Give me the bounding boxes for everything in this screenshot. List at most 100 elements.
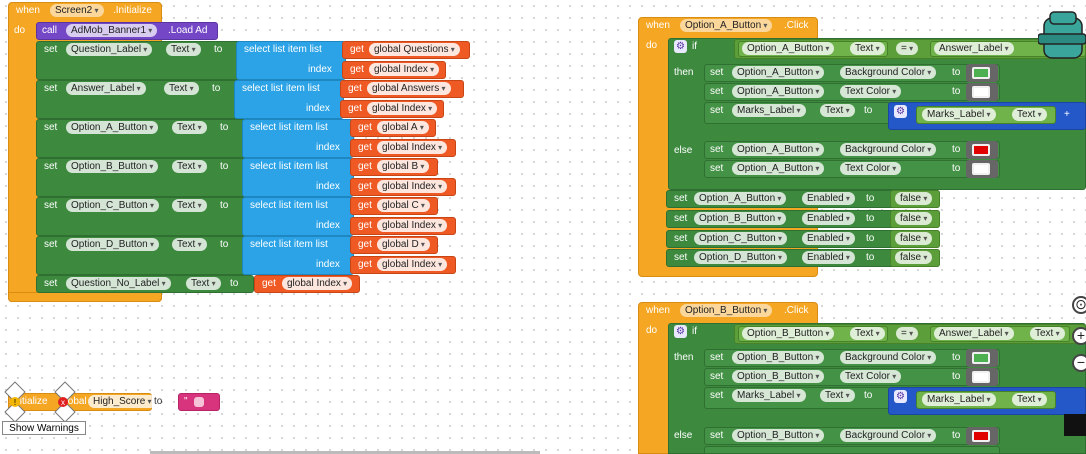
- text-property-dropdown[interactable]: Text: [172, 199, 207, 212]
- component-dropdown[interactable]: Option_A_Button: [732, 143, 825, 156]
- trash-area[interactable]: [1064, 414, 1086, 436]
- text-property-dropdown[interactable]: Text: [820, 389, 855, 402]
- false-dropdown[interactable]: false: [895, 212, 933, 225]
- text-property-dropdown[interactable]: Text: [1012, 393, 1047, 406]
- color-swatch[interactable]: [972, 144, 990, 156]
- global-index-dropdown[interactable]: global Index: [369, 63, 440, 76]
- global-index-dropdown[interactable]: global Index: [282, 277, 353, 290]
- text-property-dropdown[interactable]: Text: [850, 42, 885, 55]
- marks-label-dropdown[interactable]: Marks_Label: [732, 389, 806, 402]
- select-list-item-block[interactable]: [236, 41, 346, 80]
- gear-icon[interactable]: ⚙: [674, 40, 687, 53]
- component-dropdown[interactable]: Answer_Label: [66, 82, 146, 95]
- text-property-dropdown[interactable]: Text: [166, 43, 201, 56]
- global-list-dropdown[interactable]: global Questions: [369, 43, 460, 56]
- button-dropdown[interactable]: Option_D_Button: [694, 251, 787, 264]
- screen-dropdown[interactable]: Screen2: [50, 4, 104, 17]
- component-dropdown[interactable]: Option_C_Button: [66, 199, 159, 212]
- zoom-out-icon[interactable]: −: [1072, 354, 1086, 372]
- global-index-dropdown[interactable]: global Index: [367, 102, 438, 115]
- property-dropdown[interactable]: Background Color: [840, 66, 937, 79]
- target-icon[interactable]: ⊙: [1072, 296, 1086, 314]
- gear-icon[interactable]: ⚙: [894, 105, 907, 118]
- property-dropdown[interactable]: Background Color: [840, 351, 937, 364]
- enabled-property-dropdown[interactable]: Enabled: [802, 212, 855, 225]
- admob-dropdown[interactable]: AdMob_Banner1: [66, 24, 158, 37]
- false-dropdown[interactable]: false: [895, 232, 933, 245]
- text-property-dropdown[interactable]: Text: [820, 104, 855, 117]
- option-a-component-dropdown[interactable]: Option_A_Button: [680, 19, 773, 32]
- text-property-dropdown[interactable]: Text: [1030, 327, 1065, 340]
- button-dropdown[interactable]: Option_B_Button: [694, 212, 787, 225]
- text-property-dropdown[interactable]: Text: [850, 327, 885, 340]
- select-list-item-block[interactable]: [242, 197, 354, 236]
- property-dropdown[interactable]: Text Color: [840, 85, 902, 98]
- global-list-dropdown[interactable]: global C: [377, 199, 430, 212]
- select-list-item-block[interactable]: [242, 158, 354, 197]
- text-property-dropdown[interactable]: Text: [172, 238, 207, 251]
- component-dropdown[interactable]: Option_A_Button: [732, 66, 825, 79]
- marks-label-dropdown[interactable]: Marks_Label: [922, 393, 996, 406]
- component-dropdown[interactable]: Option_B_Button: [66, 160, 159, 173]
- component-dropdown[interactable]: Option_B_Button: [732, 429, 825, 442]
- gear-icon[interactable]: ⚙: [674, 325, 687, 338]
- component-dropdown[interactable]: Option_A_Button: [66, 121, 159, 134]
- component-dropdown[interactable]: Option_A_Button: [732, 162, 825, 175]
- option-b-component-dropdown[interactable]: Option_B_Button: [680, 304, 773, 317]
- component-dropdown[interactable]: Option_B_Button: [732, 351, 825, 364]
- text-property-dropdown[interactable]: Text: [172, 121, 207, 134]
- empty-text-value[interactable]: " ": [184, 396, 202, 407]
- color-swatch[interactable]: [972, 163, 990, 175]
- select-list-item-block[interactable]: [242, 119, 354, 158]
- backpack-icon[interactable]: [1038, 8, 1086, 64]
- show-warnings-button[interactable]: Show Warnings: [2, 421, 86, 435]
- enabled-property-dropdown[interactable]: Enabled: [802, 232, 855, 245]
- warning-indicator-icon[interactable]: ! x: [3, 380, 83, 422]
- equals-operator-dropdown[interactable]: =: [896, 42, 919, 55]
- option-a-dropdown[interactable]: Option_A_Button: [742, 42, 835, 55]
- global-list-dropdown[interactable]: global D: [377, 238, 430, 251]
- global-list-dropdown[interactable]: global A: [377, 121, 429, 134]
- color-swatch[interactable]: [972, 371, 990, 383]
- enabled-property-dropdown[interactable]: Enabled: [802, 251, 855, 264]
- high-score-name-field[interactable]: High_Score: [88, 395, 157, 408]
- select-list-item-block[interactable]: [234, 80, 344, 119]
- button-dropdown[interactable]: Option_A_Button: [694, 192, 787, 205]
- question-no-label-dropdown[interactable]: Question_No_Label: [66, 277, 171, 290]
- color-swatch[interactable]: [972, 86, 990, 98]
- component-dropdown[interactable]: Option_B_Button: [732, 370, 825, 383]
- text-property-dropdown[interactable]: Text: [1012, 108, 1047, 121]
- marks-label-dropdown[interactable]: Marks_Label: [922, 108, 996, 121]
- global-list-dropdown[interactable]: global Answers: [367, 82, 451, 95]
- global-list-dropdown[interactable]: global B: [377, 160, 430, 173]
- select-list-item-block[interactable]: [242, 236, 354, 275]
- text-property-dropdown[interactable]: Text: [186, 277, 221, 290]
- property-dropdown[interactable]: Text Color: [840, 370, 902, 383]
- button-dropdown[interactable]: Option_C_Button: [694, 232, 787, 245]
- property-dropdown[interactable]: Background Color: [840, 143, 937, 156]
- false-dropdown[interactable]: false: [895, 192, 933, 205]
- component-dropdown[interactable]: Option_D_Button: [66, 238, 159, 251]
- answer-label-dropdown[interactable]: Answer_Label: [934, 42, 1014, 55]
- color-swatch[interactable]: [972, 430, 990, 442]
- marks-label-dropdown[interactable]: Marks_Label: [732, 104, 806, 117]
- text-property-dropdown[interactable]: Text: [164, 82, 199, 95]
- property-dropdown[interactable]: Text Color: [840, 162, 902, 175]
- equals-operator-dropdown[interactable]: =: [896, 327, 919, 340]
- global-index-dropdown[interactable]: global Index: [377, 258, 448, 271]
- horizontal-scrollbar[interactable]: [150, 451, 540, 454]
- option-b-dropdown[interactable]: Option_B_Button: [742, 327, 835, 340]
- enabled-property-dropdown[interactable]: Enabled: [802, 192, 855, 205]
- property-dropdown[interactable]: Background Color: [840, 429, 937, 442]
- global-index-dropdown[interactable]: global Index: [377, 141, 448, 154]
- set-else-block[interactable]: [704, 446, 1000, 454]
- answer-label-dropdown[interactable]: Answer_Label: [934, 327, 1014, 340]
- global-index-dropdown[interactable]: global Index: [377, 219, 448, 232]
- false-dropdown[interactable]: false: [895, 251, 933, 264]
- zoom-in-icon[interactable]: +: [1072, 327, 1086, 345]
- color-swatch[interactable]: [972, 352, 990, 364]
- text-property-dropdown[interactable]: Text: [172, 160, 207, 173]
- component-dropdown[interactable]: Question_Label: [66, 43, 153, 56]
- component-dropdown[interactable]: Option_A_Button: [732, 85, 825, 98]
- gear-icon[interactable]: ⚙: [894, 390, 907, 403]
